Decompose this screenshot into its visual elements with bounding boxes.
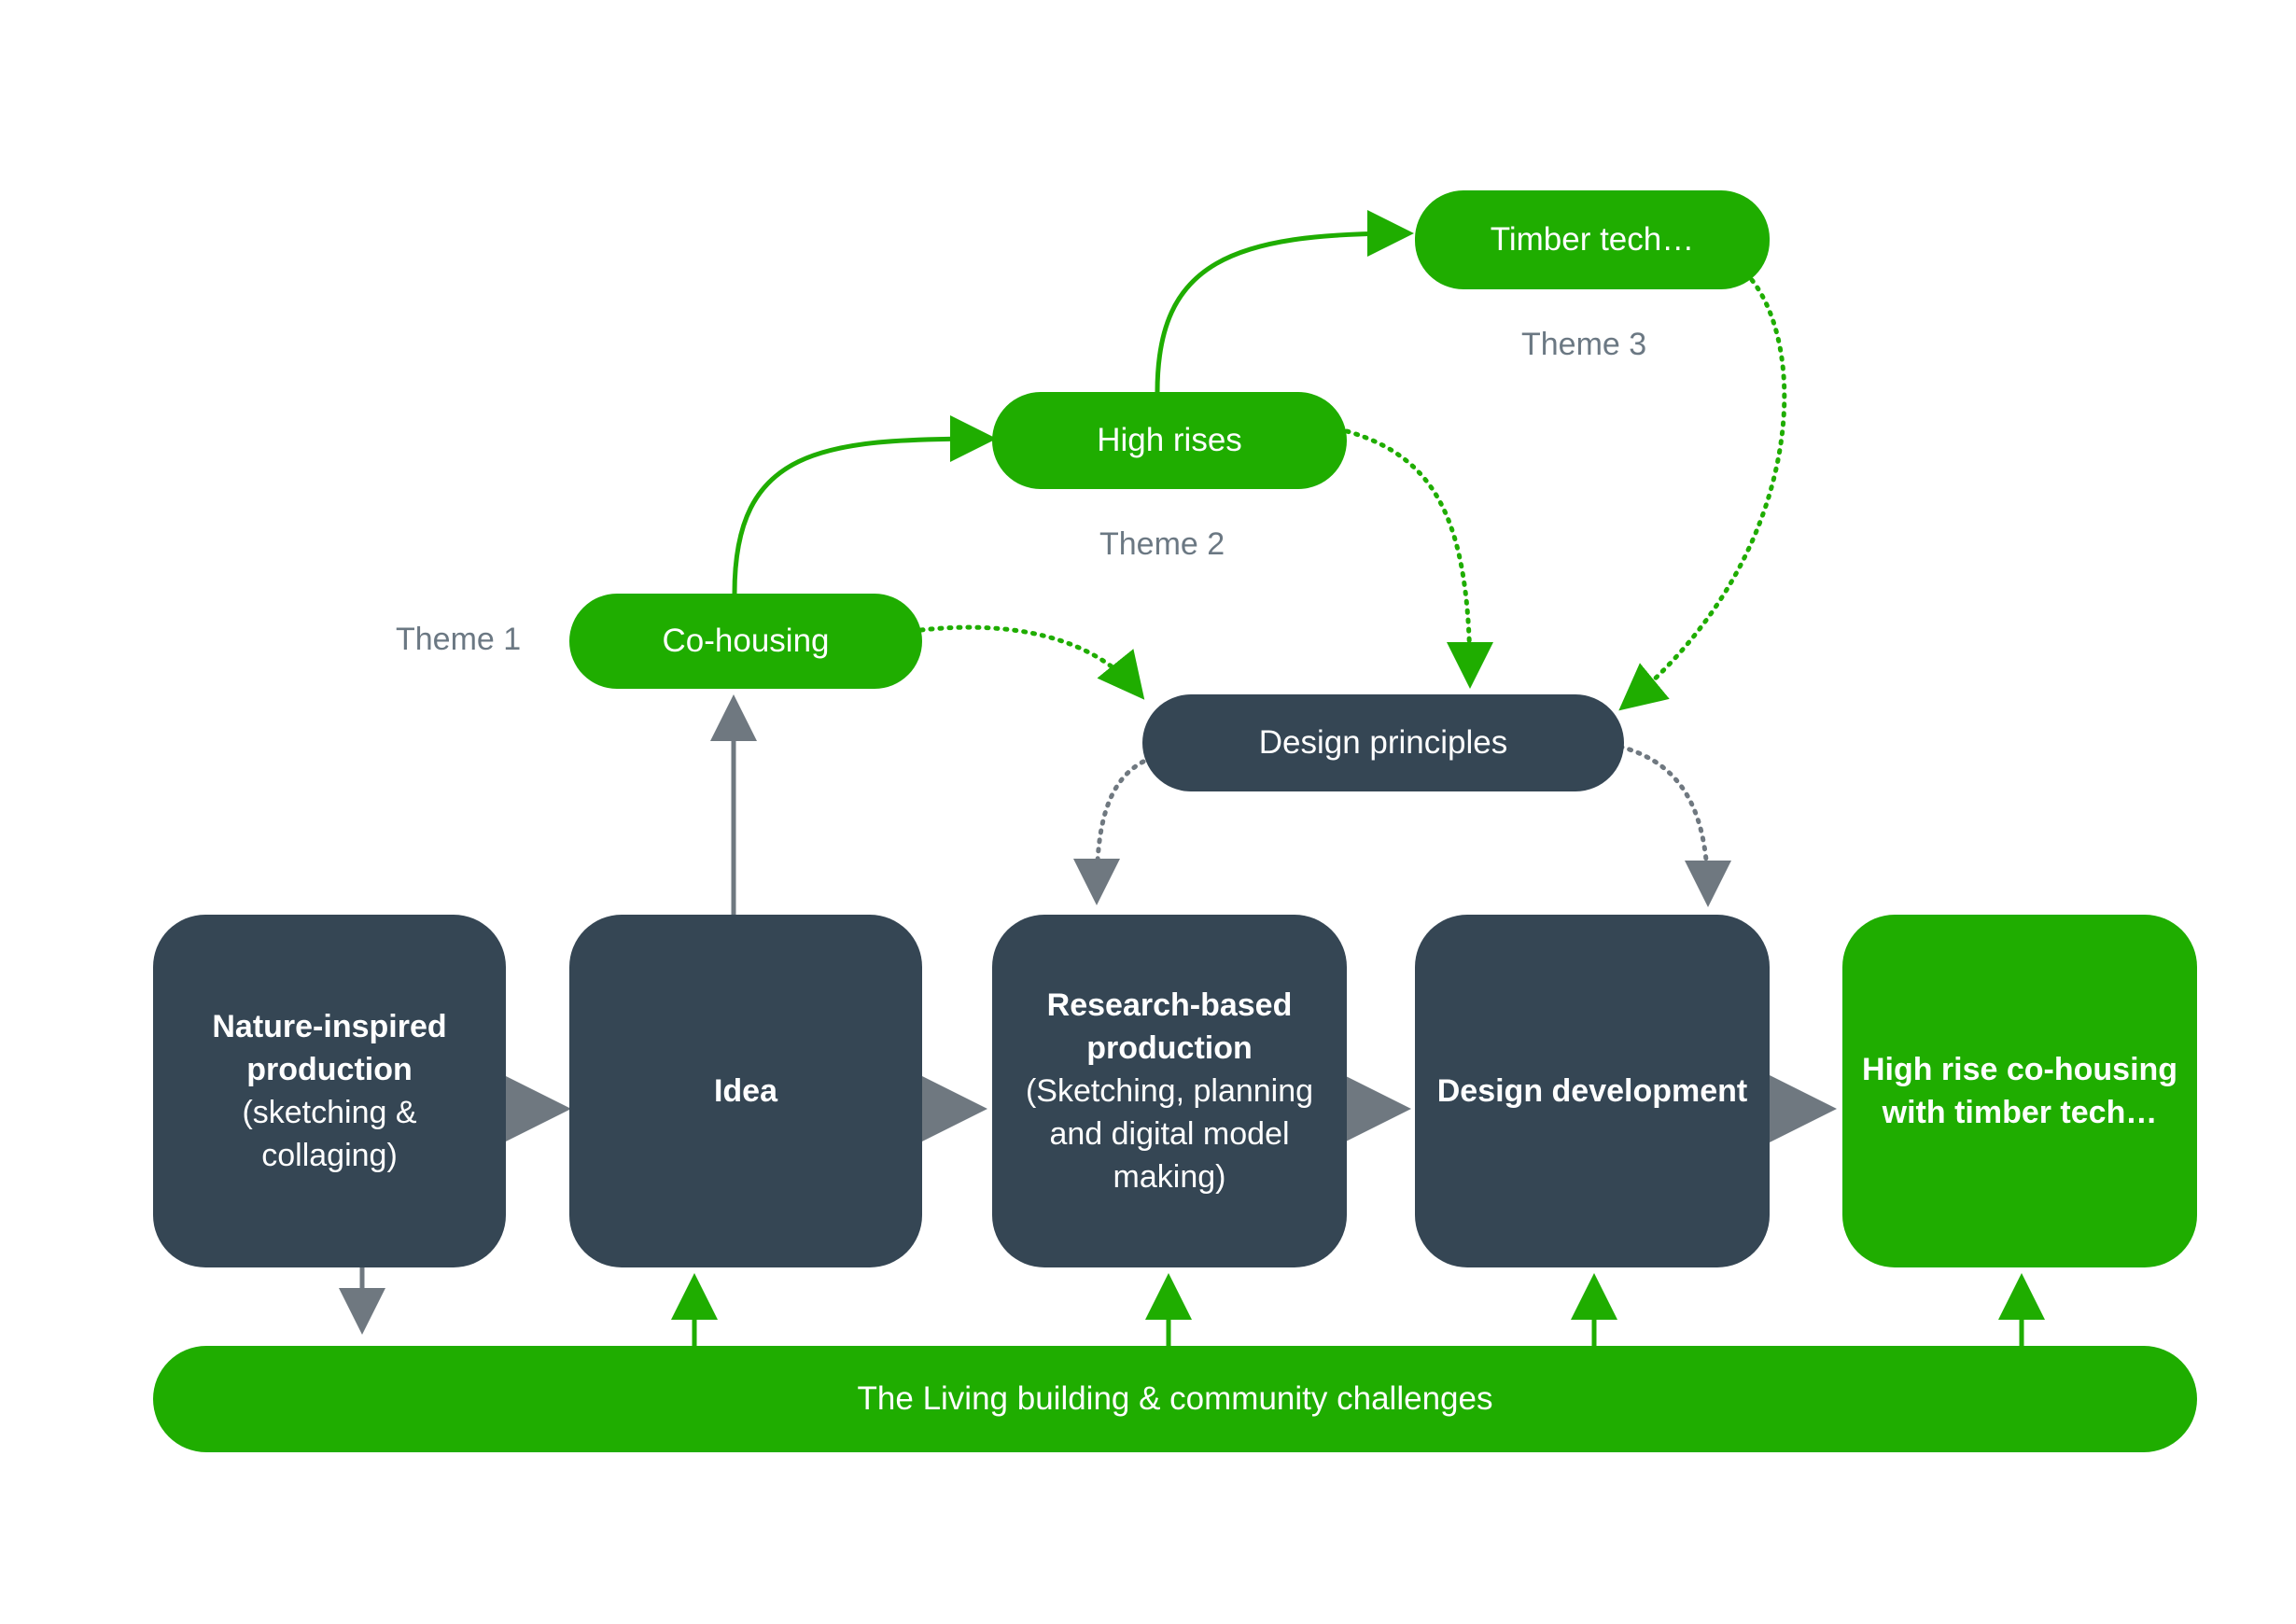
arrow-cohousing-to-principles [918, 624, 1145, 700]
arrow-principles-to-development [1617, 744, 1731, 907]
nature-inspired-production-box: Nature-inspired production (sketching & … [153, 915, 506, 1267]
design-principles-node: Design principles [1142, 694, 1624, 791]
theme-highrises-node: High rises [992, 392, 1347, 489]
arrow-cohousing-to-highrises [732, 415, 997, 595]
idea-title: Idea [713, 1073, 778, 1109]
arrow-principles-to-research [1073, 759, 1146, 905]
design-development-box: Design development [1415, 915, 1770, 1267]
outcome-box: High rise co-housing with timber tech… [1842, 915, 2197, 1267]
development-title: Design development [1436, 1073, 1748, 1109]
nature-detail: (sketching & collaging) [242, 1095, 417, 1173]
theme-1-caption: Theme 1 [396, 622, 522, 657]
theme-cohousing-label: Co-housing [662, 623, 830, 659]
outcome-title: High rise co-housing with timber tech… [1861, 1052, 2178, 1130]
idea-box: Idea [569, 915, 922, 1267]
theme-cohousing-node: Co-housing [569, 594, 922, 689]
design-principles-label: Design principles [1258, 724, 1508, 761]
theme-3-caption: Theme 3 [1521, 327, 1647, 362]
theme-timber-node: Timber tech… [1415, 190, 1770, 289]
living-building-challenges-bar: The Living building & community challeng… [153, 1346, 2197, 1452]
theme-timber-label: Timber tech… [1490, 221, 1695, 258]
nature-title: Nature-inspired production [212, 1009, 447, 1087]
research-based-production-box: Research-based production (Sketching, pl… [992, 915, 1347, 1267]
arrow-highrises-to-timber [1155, 210, 1414, 393]
foundation-label: The Living building & community challeng… [857, 1380, 1493, 1417]
arrow-timber-to-principles [1618, 277, 1787, 711]
research-title: Research-based production [1046, 987, 1293, 1066]
theme-highrises-label: High rises [1097, 422, 1242, 458]
research-detail: (Sketching, planning and digital model m… [1025, 1073, 1314, 1195]
theme-2-caption: Theme 2 [1099, 526, 1225, 562]
arrow-highrises-to-principles [1344, 428, 1493, 689]
